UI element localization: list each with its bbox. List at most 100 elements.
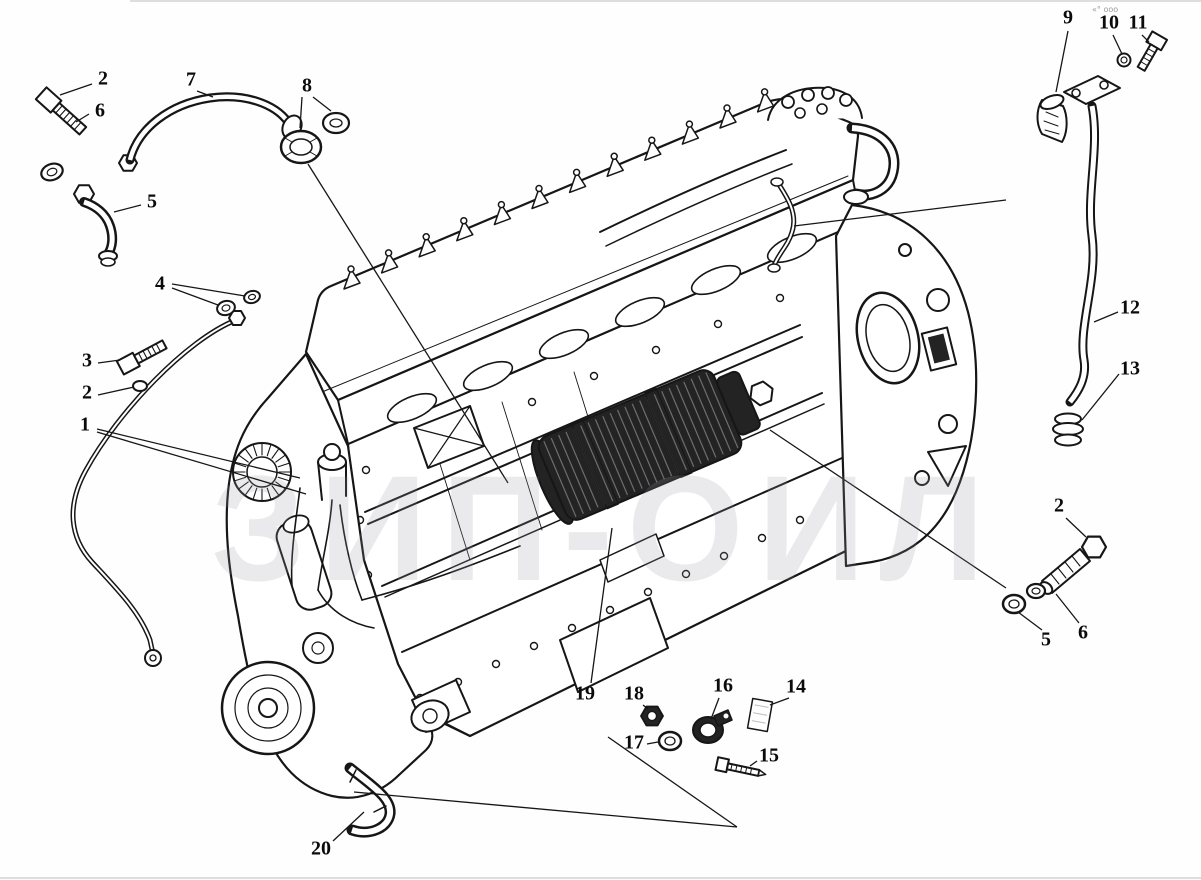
callout-leader-line bbox=[646, 741, 659, 745]
callout-label-9: 9 bbox=[1063, 7, 1073, 29]
callout-label-17: 17 bbox=[624, 732, 644, 754]
callout-label-5: 5 bbox=[1041, 629, 1051, 651]
filler-funnel bbox=[1036, 75, 1121, 143]
callout-label-2: 2 bbox=[98, 68, 108, 90]
aux-pulley-hub bbox=[311, 641, 325, 655]
callout-leader-line bbox=[96, 428, 301, 479]
rear-head-flange bbox=[767, 86, 863, 121]
callout-label-8: 8 bbox=[302, 75, 312, 97]
callout-leader-line bbox=[1093, 311, 1119, 323]
callout-label-6: 6 bbox=[95, 100, 105, 122]
sealing-washer bbox=[40, 162, 64, 182]
callout-leader-line bbox=[710, 697, 720, 720]
callout-leader-line bbox=[1055, 30, 1069, 93]
injector-row bbox=[343, 88, 775, 290]
callout-leader-line bbox=[1081, 373, 1120, 421]
fitting-parts-right bbox=[1001, 535, 1108, 615]
fitting-parts-top-left bbox=[34, 86, 351, 267]
callout-leader-line bbox=[97, 386, 135, 396]
callout-label-2: 2 bbox=[82, 382, 92, 404]
callout-leader-line bbox=[196, 90, 214, 98]
elbow-fitting bbox=[73, 184, 118, 267]
crank-pulley bbox=[220, 660, 316, 756]
callout-label-18: 18 bbox=[624, 683, 644, 705]
callout-leader-line bbox=[1017, 611, 1043, 631]
callout-label-14: 14 bbox=[786, 676, 806, 698]
assembly-leader-lines bbox=[307, 163, 1007, 828]
oil-filler-neck bbox=[317, 443, 347, 501]
callout-label-3: 3 bbox=[82, 350, 92, 372]
callout-label-19: 19 bbox=[575, 683, 595, 705]
callout-label-5: 5 bbox=[147, 191, 157, 213]
callout-leader-line bbox=[171, 283, 246, 297]
filter-outlet-nut bbox=[749, 380, 774, 407]
callout-label-13: 13 bbox=[1120, 358, 1140, 380]
callout-leader-line bbox=[1065, 517, 1087, 538]
callout-leader-line bbox=[642, 704, 649, 710]
aux-pulley bbox=[302, 632, 334, 664]
pad-part bbox=[746, 697, 774, 733]
assembly-leader-line bbox=[353, 791, 738, 828]
filter-strap bbox=[644, 387, 693, 479]
callout-leader-line bbox=[97, 359, 121, 364]
corner-mark: «° ооо bbox=[1092, 5, 1118, 14]
oil-supply-pipe bbox=[70, 310, 246, 667]
funnel-bolt bbox=[1136, 30, 1169, 72]
callout-leader-line bbox=[96, 431, 307, 495]
sealing-washer bbox=[1001, 593, 1027, 615]
callout-label-6: 6 bbox=[1078, 622, 1088, 644]
callout-leader-line bbox=[1055, 593, 1080, 624]
bottom-hose bbox=[344, 762, 396, 838]
callout-label-4: 4 bbox=[155, 273, 165, 295]
callout-leader-line bbox=[769, 697, 790, 706]
callout-leader-line bbox=[312, 96, 332, 112]
callout-label-1: 1 bbox=[80, 414, 90, 436]
callout-leader-line bbox=[749, 760, 758, 767]
watermark-text: ЗИП-ОИЛ bbox=[211, 444, 998, 612]
union-bolt bbox=[115, 339, 168, 376]
callout-leader-line bbox=[75, 113, 90, 123]
tube-seal bbox=[1052, 412, 1084, 447]
callout-label-12: 12 bbox=[1120, 297, 1140, 319]
curved-pipe bbox=[118, 92, 303, 172]
pipe-end-eye bbox=[144, 649, 162, 667]
dipstick-tube bbox=[1065, 101, 1100, 407]
washer bbox=[243, 289, 261, 305]
union-nut bbox=[1080, 535, 1108, 559]
callout-leader-line bbox=[332, 811, 365, 842]
banjo-bolt bbox=[34, 86, 88, 136]
oil-filler-assembly bbox=[1036, 30, 1169, 447]
callout-label-16: 16 bbox=[713, 675, 733, 697]
callout-label-10: 10 bbox=[1099, 12, 1119, 34]
thermostat-fins bbox=[233, 443, 291, 501]
flywheel-housing bbox=[834, 203, 978, 568]
callout-label-11: 11 bbox=[1129, 12, 1148, 34]
callout-leader-line bbox=[113, 204, 142, 213]
callout-leader-line bbox=[590, 527, 613, 684]
fuel-lines bbox=[290, 177, 797, 629]
screw-part bbox=[714, 756, 767, 777]
sealing-washer bbox=[1025, 582, 1047, 600]
small-parts-bottom bbox=[640, 697, 774, 777]
washer-part bbox=[657, 730, 683, 752]
washer bbox=[132, 380, 148, 392]
starter-motor bbox=[410, 679, 471, 733]
fitting-parts-left bbox=[115, 289, 261, 392]
callout-leader-line bbox=[171, 287, 219, 306]
washer bbox=[216, 299, 236, 317]
lifting-bracket bbox=[413, 405, 485, 469]
exhaust-elbow bbox=[843, 122, 900, 205]
callout-leader-line bbox=[59, 83, 93, 96]
callout-leader-line bbox=[1141, 34, 1150, 43]
assembly-leader-line bbox=[307, 163, 509, 484]
callout-label-20: 20 bbox=[311, 838, 331, 860]
fuel-filter bbox=[530, 369, 774, 525]
funnel-washer bbox=[1116, 52, 1132, 68]
return-pipe-mount bbox=[767, 177, 797, 273]
filter-strap bbox=[570, 418, 619, 510]
filter-ribs bbox=[543, 372, 739, 517]
assembly-leader-line bbox=[793, 199, 1007, 227]
